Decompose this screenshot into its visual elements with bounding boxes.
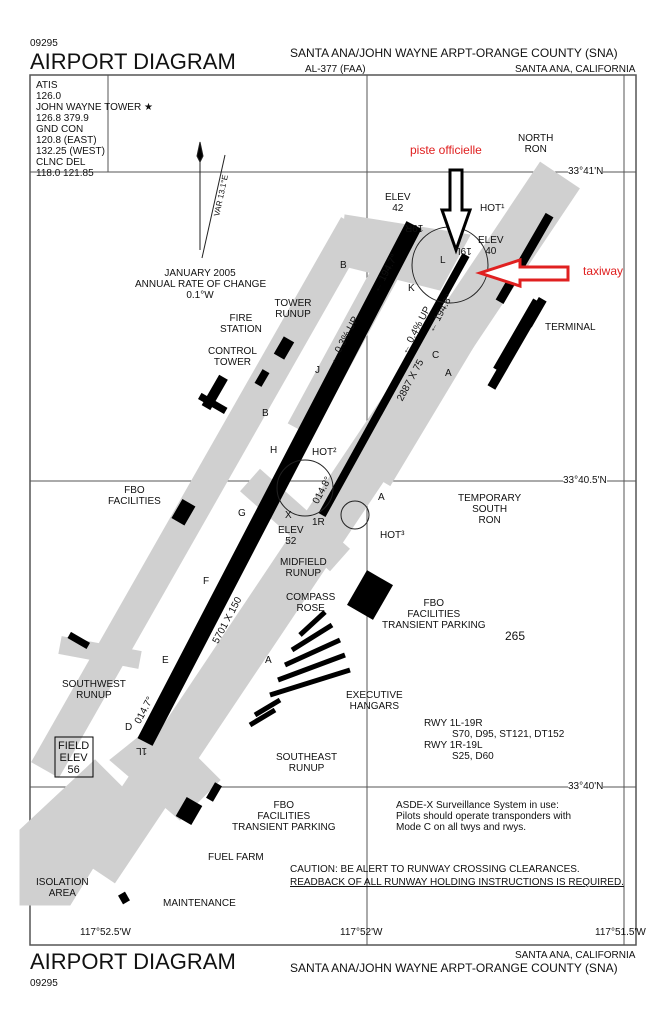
taxiway-label-J: J [315,365,320,376]
fbo-transient-parking-label: FBO FACILITIES TRANSIENT PARKING [382,598,486,631]
runway-1l-19r [137,221,422,746]
runways [137,221,470,746]
chart-code: 09295 [30,38,58,49]
hot-1-label: HOT¹ [480,203,505,214]
lon-52-5: 117°52.5'W [80,927,131,938]
rwy-19l-label: 19L [455,245,472,256]
freq-line: 132.25 (WEST) [36,146,105,157]
hot-2-label: HOT² [312,447,337,458]
taxiway-label-L: L [440,255,446,266]
taxiway-label-G: G [238,508,246,519]
taxiway-label-H: H [270,445,278,456]
freq-line: 120.8 (EAST) [36,135,97,146]
temporary-south-ron-label: TEMPORARY SOUTH RON [458,493,522,526]
executive-hangars-label: EXECUTIVE HANGARS [346,690,403,712]
taxiway-annotation: taxiway [583,264,624,278]
taxiway-label-D: D [125,722,133,733]
taxiway-label-B2: B [262,408,269,419]
lat-40-5: 33°40.5'N [563,475,607,486]
pavement [19,161,580,906]
maintenance-label: MAINTENANCE [163,898,236,909]
official-runway-annotation: piste officielle [410,143,482,157]
rwy-1l-19r: RWY 1L-19R [424,718,483,729]
freq-line: GND CON [36,124,84,135]
hot-3-label: HOT³ [380,530,405,541]
midfield-runup-label: MIDFIELD RUNUP [280,557,327,579]
north-arrow [196,141,226,259]
freq-line: CLNC DEL [36,157,86,168]
taxiway-label-A2: A [378,492,385,503]
rate-value: 0.1°W [186,290,214,301]
field-elevation: FIELD ELEV 56 [58,740,90,776]
page-title: AIRPORT DIAGRAM [30,49,236,74]
caution-note: CAUTION: BE ALERT TO RUNWAY CROSSING CLE… [290,864,580,875]
fire-station-label: FIRE STATION [220,313,262,335]
taxiway-label-F: F [203,576,210,587]
isolation-area-label: ISOLATION AREA [36,877,89,899]
freq-line: 118.0 121.85 [36,168,94,179]
rwy-1r-19l-data: S25, D60 [452,751,494,762]
taxiway-label-A3: A [265,655,272,666]
city: SANTA ANA, CALIFORNIA [515,64,636,75]
official-runway-arrow [439,168,473,255]
rwy-1l-19r-data: S70, D95, ST121, DT152 [452,729,565,740]
fuel-farm-label: FUEL FARM [208,852,264,863]
footer-title: AIRPORT DIAGRAM [30,949,236,974]
rwy-1r-19l: RWY 1R-19L [424,740,483,751]
taxiway-label-X: X [285,510,292,521]
elev-40-label: ELEV 40 [478,235,504,257]
taxiway-label-A: A [445,368,452,379]
tower-runup-label: TOWER RUNUP [274,298,312,320]
elevation-mark: 265 [505,629,526,643]
taxiway-label-K: K [408,283,415,294]
freq-line: JOHN WAYNE TOWER ★ [36,102,153,113]
control-tower-label: CONTROL TOWER [208,346,257,368]
rwy-19r-label: 19R [405,222,424,233]
freq-line: 126.0 [36,91,62,102]
southwest-runup-label: SOUTHWEST RUNUP [62,679,126,701]
fbo-transient-parking-south-label: FBO FACILITIES TRANSIENT PARKING [232,800,336,833]
terminal-label: TERMINAL [545,322,596,333]
southeast-runup-label: SOUTHEAST RUNUP [276,752,338,774]
elev-52-label: ELEV 52 [278,525,304,547]
readback-note: READBACK OF ALL RUNWAY HOLDING INSTRUCTI… [290,877,624,888]
taxiway-label-C: C [432,350,440,361]
freq-line: ATIS [36,80,58,91]
footer-airport: SANTA ANA/JOHN WAYNE ARPT-ORANGE COUNTY … [290,961,618,975]
asde-x-note: ASDE-X Surveillance System in use: Pilot… [396,800,572,833]
rate-label: ANNUAL RATE OF CHANGE [135,279,267,290]
fbo-facilities-label: FBO FACILITIES [108,485,161,507]
lat-40: 33°40'N [568,781,604,792]
footer-city: SANTA ANA, CALIFORNIA [515,950,636,961]
lon-51-5: 117°51.5'W [595,927,646,938]
footer-code: 09295 [30,978,58,989]
taxiway-label-B: B [340,260,347,271]
airport-name: SANTA ANA/JOHN WAYNE ARPT-ORANGE COUNTY … [290,46,618,60]
taxiway-label-E: E [162,655,169,666]
freq-line: 126.8 379.9 [36,113,89,124]
field-elev-box [54,736,94,778]
procedure-code: AL-377 (FAA) [305,64,366,75]
rwy-1l-label: 1L [136,745,148,756]
taxiway-arrow [475,257,570,289]
rwy-1r-label: 1R [312,517,325,528]
lon-52: 117°52'W [340,927,383,938]
runway-1r-19l [318,253,470,517]
north-ron-label: NORTH RON [518,133,554,155]
compass-rose-label: COMPASS ROSE [286,592,336,614]
elev-42-label: ELEV 42 [385,192,411,214]
variation-date: JANUARY 2005 [164,268,236,279]
lat-41: 33°41'N [568,166,604,177]
